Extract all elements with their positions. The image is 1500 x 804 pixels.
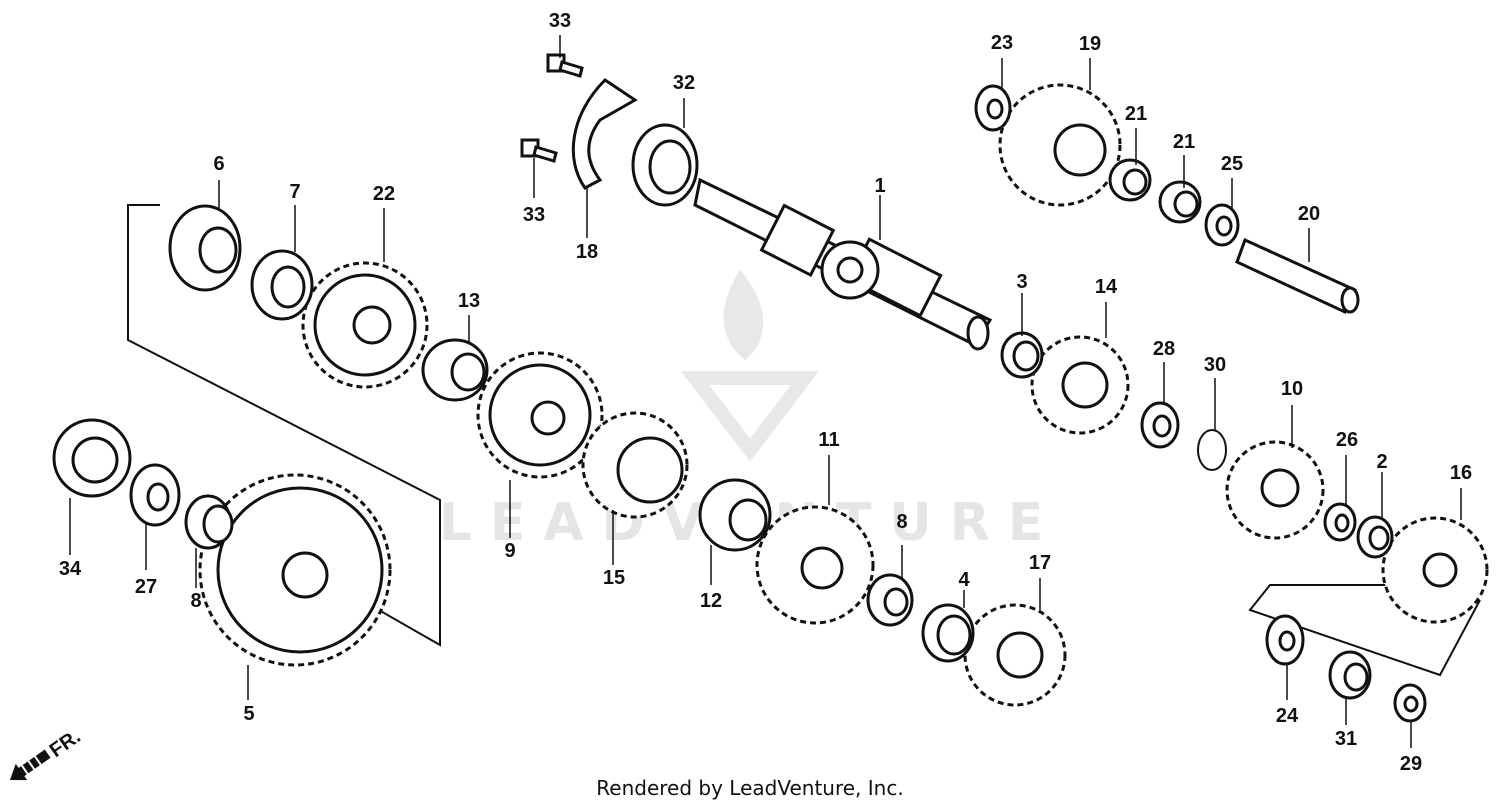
callout-14: 14 xyxy=(1095,276,1118,298)
callout-6: 6 xyxy=(213,153,224,175)
callout-12: 12 xyxy=(700,590,722,612)
collar-part-4 xyxy=(921,603,975,663)
assembly-bracket-right xyxy=(1248,584,1481,677)
gear-part-17 xyxy=(963,603,1067,707)
gear-part-22 xyxy=(301,261,429,389)
collar-part-3 xyxy=(1000,331,1044,379)
washer-part-26 xyxy=(1323,502,1357,542)
washer-part-23 xyxy=(974,84,1012,132)
callout-1: 1 xyxy=(874,175,885,197)
hub-part-6 xyxy=(168,204,242,292)
bearing-part-34 xyxy=(52,418,132,498)
callout-22: 22 xyxy=(373,183,395,205)
bearing-part-7 xyxy=(250,249,314,321)
leader-lines xyxy=(69,35,1462,748)
callout-16: 16 xyxy=(1450,462,1472,484)
callout-23: 23 xyxy=(991,32,1013,54)
callout-4: 4 xyxy=(958,569,970,591)
assembly-bracket-left xyxy=(127,204,441,647)
front-direction-arrow-icon: FR. xyxy=(10,725,85,781)
callout-15: 15 xyxy=(603,567,625,589)
bushing-part-13 xyxy=(421,338,489,402)
callout-24: 24 xyxy=(1276,705,1299,727)
callout-21-a: 21 xyxy=(1125,103,1147,125)
washer-part-25 xyxy=(1204,203,1240,247)
callout-28: 28 xyxy=(1153,338,1175,360)
washer-part-28 xyxy=(1140,401,1180,449)
callout-labels: 1 2 3 4 5 6 7 8 8 9 10 11 12 13 14 15 16… xyxy=(59,10,1472,775)
callout-10: 10 xyxy=(1281,378,1303,400)
callout-34: 34 xyxy=(59,558,82,580)
gear-part-11 xyxy=(755,505,875,625)
footer-credit: Rendered by LeadVenture, Inc. xyxy=(596,776,903,800)
callout-30: 30 xyxy=(1204,354,1226,376)
washer-part-29 xyxy=(1393,683,1427,723)
bushing-part-21-b xyxy=(1158,180,1202,224)
gear-part-10 xyxy=(1225,440,1325,540)
callout-8-left: 8 xyxy=(190,590,201,612)
gear-part-14 xyxy=(1030,335,1130,435)
gear-part-9 xyxy=(476,351,604,479)
bushing-part-21-a xyxy=(1108,158,1152,202)
bearing-part-31 xyxy=(1328,650,1372,700)
gear-part-19 xyxy=(998,83,1122,207)
washer-part-27 xyxy=(129,463,181,527)
callout-19: 19 xyxy=(1079,33,1101,55)
callout-11: 11 xyxy=(818,429,839,451)
gear-part-15 xyxy=(581,411,689,519)
bearing-part-8-center xyxy=(866,573,914,627)
callout-32: 32 xyxy=(673,72,695,94)
countershaft-part-20 xyxy=(1235,237,1360,314)
callout-18: 18 xyxy=(576,241,598,263)
bolt-part-33-top xyxy=(546,53,584,78)
callout-9: 9 xyxy=(504,540,515,562)
callout-7: 7 xyxy=(289,181,300,203)
mainshaft-part-1 xyxy=(693,177,993,351)
callout-21-b: 21 xyxy=(1173,131,1195,153)
callout-31: 31 xyxy=(1335,728,1357,750)
callout-20: 20 xyxy=(1298,203,1320,225)
circlip-part-30 xyxy=(1197,429,1227,471)
callout-8-center: 8 xyxy=(896,511,907,533)
callout-27: 27 xyxy=(135,576,157,598)
washer-part-24 xyxy=(1265,614,1305,666)
callout-33-top: 33 xyxy=(549,10,571,32)
callout-5: 5 xyxy=(243,703,254,725)
callout-3: 3 xyxy=(1016,271,1027,293)
callout-13: 13 xyxy=(458,290,480,312)
callout-25: 25 xyxy=(1221,153,1243,175)
callout-33-bottom: 33 xyxy=(523,204,545,226)
direction-label: FR. xyxy=(46,725,85,762)
callout-26: 26 xyxy=(1336,429,1358,451)
bolt-part-33-bottom xyxy=(520,138,558,163)
collar-part-2 xyxy=(1356,515,1394,559)
plate-part-18 xyxy=(571,78,638,190)
gear-part-16 xyxy=(1381,516,1489,624)
bushing-part-12 xyxy=(698,478,772,552)
callout-29: 29 xyxy=(1400,753,1422,775)
bearing-part-32 xyxy=(631,123,699,207)
callout-17: 17 xyxy=(1029,552,1051,574)
bushing-part-8-left xyxy=(184,494,234,550)
gear-part-5 xyxy=(198,473,392,667)
callout-2: 2 xyxy=(1376,451,1387,473)
